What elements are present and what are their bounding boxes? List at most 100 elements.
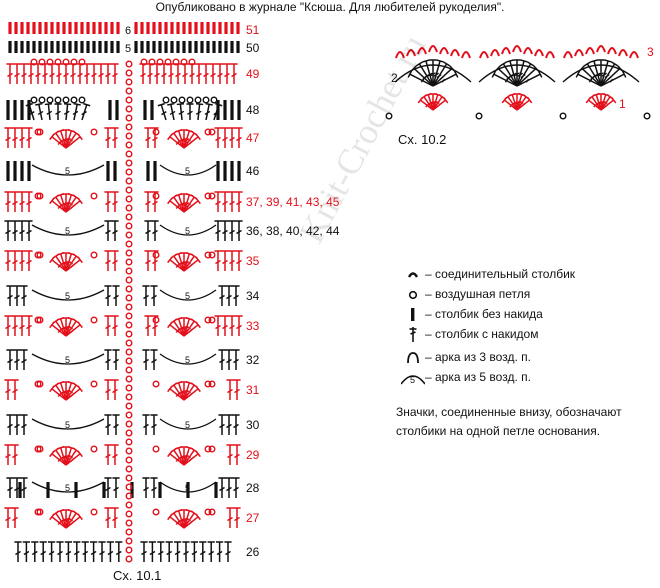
stitch-yarn-over: [188, 457, 193, 462]
center-mark: 6: [125, 25, 131, 37]
single-crochet-stitch: [108, 100, 112, 120]
stitch-yarn-over: [112, 72, 118, 78]
double-crochet-stitch: [48, 541, 56, 562]
stitch-yarn-over: [152, 229, 158, 235]
stitch-yarn-over: [520, 103, 525, 108]
stitch-top: [611, 61, 619, 67]
stitch-yarn-over: [46, 110, 53, 115]
single-crochet-stitch: [56, 41, 60, 53]
double-crochet-stitch: [54, 103, 62, 120]
stitch-yarn-over: [140, 72, 146, 78]
arch-3-chain: [629, 51, 639, 59]
double-crochet-stitch: [25, 127, 33, 148]
double-crochet-stitch: [207, 541, 215, 562]
stitch-top: [44, 102, 53, 106]
double-crochet-stitch: [235, 191, 243, 212]
double-crochet-stitch: [230, 63, 238, 84]
stitch-stem: [177, 318, 185, 337]
stitch-yarn-over: [169, 110, 176, 116]
arch-3-chain: [563, 51, 573, 59]
stitch-top: [205, 102, 213, 106]
arch-3-chain: [545, 51, 555, 59]
stitch-top: [436, 59, 444, 63]
stitch-yarn-over: [188, 204, 193, 209]
chain-stitch: [125, 105, 133, 113]
chain-stitch: [38, 58, 46, 66]
stitch-yarn-over: [73, 550, 80, 556]
single-crochet-stitch: [56, 22, 60, 34]
double-crochet-stitch: [157, 541, 165, 562]
chain-stitch: [208, 251, 216, 259]
stitch-yarn-over: [434, 101, 440, 107]
stitch-yarn-over: [72, 110, 79, 116]
stitch-top: [506, 59, 514, 63]
stitch-stem: [418, 63, 434, 87]
stitch-yarn-over: [68, 262, 74, 267]
stitch-top: [195, 197, 201, 205]
double-crochet-stitch: [4, 191, 12, 212]
double-crochet-stitch: [104, 349, 112, 370]
double-crochet-stitch: [597, 59, 605, 86]
single-crochet-stitch: [223, 100, 227, 120]
double-crochet-stitch: [150, 414, 158, 435]
double-crochet-stitch: [167, 63, 175, 84]
stitch-stem: [51, 324, 67, 337]
double-crochet-stitch: [65, 385, 83, 401]
chain-stitch: [125, 474, 133, 482]
stitch-yarn-over: [113, 294, 119, 300]
chain-stitch: [54, 58, 62, 66]
stitch-yarn-over: [70, 328, 75, 333]
chain-stitch: [125, 141, 133, 149]
double-crochet-stitch: [104, 127, 112, 148]
stitch-yarn-over: [63, 517, 69, 523]
stitch-yarn-over: [236, 324, 242, 330]
stitch-yarn-over: [222, 259, 228, 265]
stitch-yarn-over: [26, 200, 32, 206]
double-crochet-stitch: [140, 541, 148, 562]
double-crochet-stitch: [199, 541, 207, 562]
double-crochet-stitch: [235, 315, 243, 336]
stitch-yarn-over: [70, 204, 75, 209]
double-crochet-stitch: [63, 102, 72, 121]
stitch-yarn-over: [5, 136, 11, 142]
stitch-yarn-over: [226, 294, 232, 300]
chain-stitch: [204, 316, 212, 324]
chain-stitch: [125, 303, 133, 311]
chain-stitch: [164, 58, 172, 66]
double-crochet-stitch: [167, 102, 176, 121]
chain-stitch: [125, 528, 133, 536]
row-number-label: 2: [391, 71, 398, 85]
single-crochet-stitch: [110, 22, 114, 34]
double-crochet-stitch: [104, 444, 112, 465]
row-number-label: 32: [246, 353, 260, 367]
double-crochet-stitch: [65, 256, 83, 272]
chain-stitch: [125, 510, 133, 518]
double-crochet-stitch: [115, 541, 123, 562]
stitch-stem: [509, 60, 518, 87]
double-crochet-stitch: [76, 63, 84, 84]
chain-stitch: [125, 519, 133, 527]
double-crochet-stitch: [111, 315, 119, 336]
double-crochet-stitch: [202, 63, 210, 84]
chain-stitch: [125, 420, 133, 428]
stitch-yarn-over: [183, 455, 190, 460]
stitch-yarn-over: [234, 388, 240, 394]
single-crochet-stitch: [20, 100, 24, 120]
double-crochet-stitch: [188, 63, 196, 84]
chain-stitch: [125, 447, 133, 455]
chain-stitch: [125, 276, 133, 284]
stitch-yarn-over: [145, 324, 151, 330]
double-crochet-stitch: [65, 450, 83, 466]
double-crochet-stitch: [65, 133, 83, 149]
stitch-yarn-over: [12, 259, 18, 265]
chart-row: [4, 250, 243, 272]
stitch-yarn-over: [186, 139, 192, 144]
chain-stitch: [125, 150, 133, 158]
stitch-yarn-over: [105, 486, 111, 492]
stitch-top: [157, 102, 165, 107]
stitch-yarn-over: [7, 358, 13, 364]
stitch-yarn-over: [19, 229, 25, 235]
stitch-yarn-over: [182, 72, 188, 78]
arch-3-icon: [407, 352, 419, 364]
stitch-stem: [59, 510, 67, 529]
